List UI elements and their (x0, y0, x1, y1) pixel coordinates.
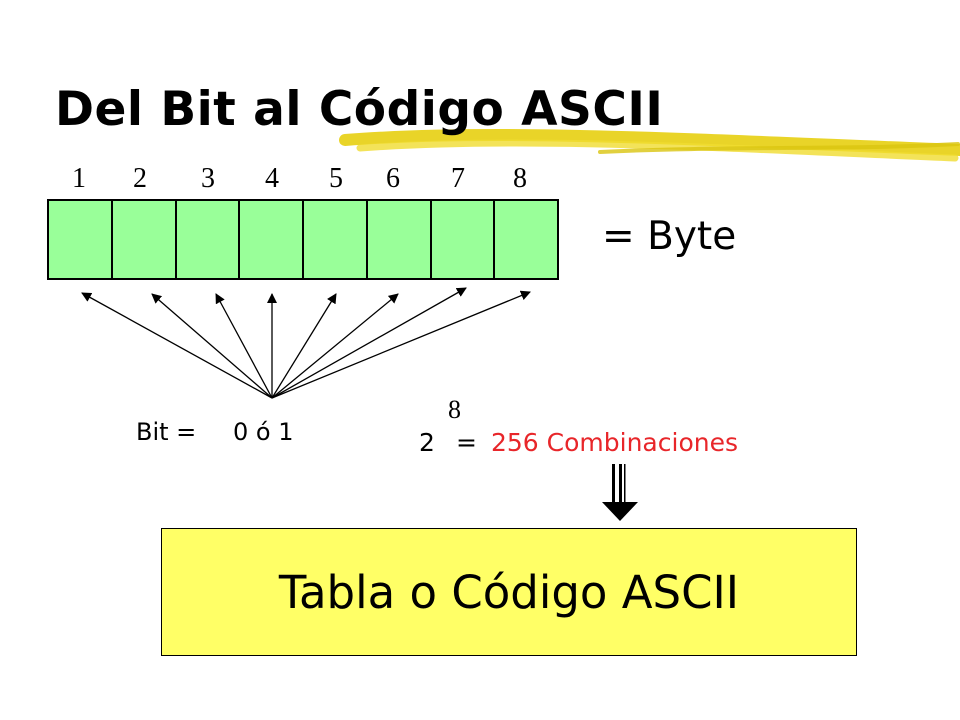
arrow-to-bit-3 (215, 293, 273, 399)
bit-cell (49, 201, 113, 278)
formula-result: 256 Combinaciones (491, 428, 738, 457)
byte-label: = Byte (602, 214, 737, 259)
arrow-to-bit-6 (271, 293, 399, 399)
formula-base: 2 (419, 428, 435, 457)
bit-number: 4 (265, 163, 279, 194)
bit-number: 8 (513, 163, 527, 194)
bit-number: 5 (329, 163, 343, 194)
bit-values: 0 ó 1 (233, 418, 294, 446)
bit-number: 1 (72, 163, 86, 194)
down-arrow-icon (602, 464, 638, 521)
bit-cell (367, 201, 432, 278)
formula-equals: = (456, 428, 477, 457)
ascii-table-box: Tabla o Código ASCII (161, 528, 857, 656)
arrow-to-bit-5 (271, 293, 337, 399)
brush-stroke-decoration (339, 128, 960, 162)
arrow-to-bit-1 (81, 292, 273, 399)
bit-number: 2 (133, 163, 147, 194)
bit-number: 7 (451, 163, 465, 194)
bit-cell (304, 201, 368, 278)
bit-number: 3 (201, 163, 215, 194)
ascii-table-label: Tabla o Código ASCII (278, 565, 740, 619)
slide-title: Del Bit al Código ASCII (55, 82, 664, 137)
formula-exponent: 8 (448, 395, 461, 424)
arrow-to-bit-2 (151, 293, 273, 399)
arrow-to-bit-8 (271, 290, 531, 399)
bit-cell (431, 201, 496, 278)
bit-cell (240, 201, 304, 278)
bit-cell (112, 201, 177, 278)
arrow-to-bit-7 (271, 287, 467, 399)
byte-cells (47, 199, 559, 280)
bit-number: 6 (386, 163, 400, 194)
bit-cell (176, 201, 241, 278)
bit-label: Bit = (136, 418, 197, 446)
bit-cell (495, 201, 557, 278)
bit-arrows (81, 287, 531, 399)
